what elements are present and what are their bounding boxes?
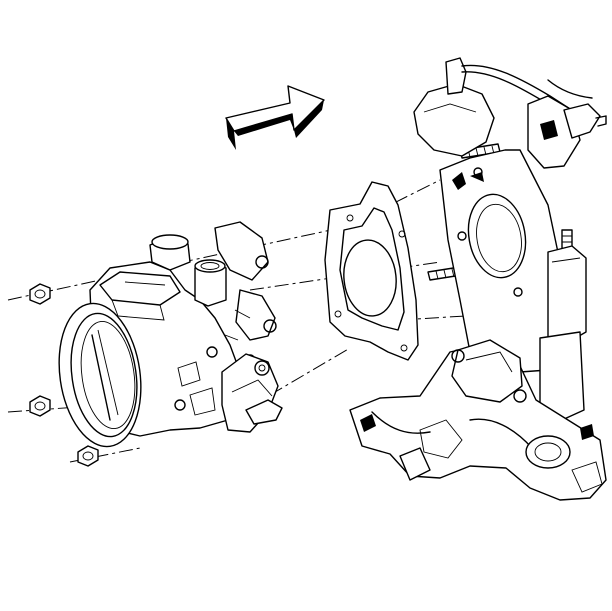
intake-manifold bbox=[349, 57, 607, 501]
direction-arrow bbox=[225, 85, 325, 150]
nut-top bbox=[29, 283, 51, 305]
nut-bottom bbox=[77, 445, 99, 467]
gasket bbox=[324, 181, 419, 361]
nut-middle bbox=[29, 395, 51, 417]
throttle-body bbox=[58, 221, 283, 448]
